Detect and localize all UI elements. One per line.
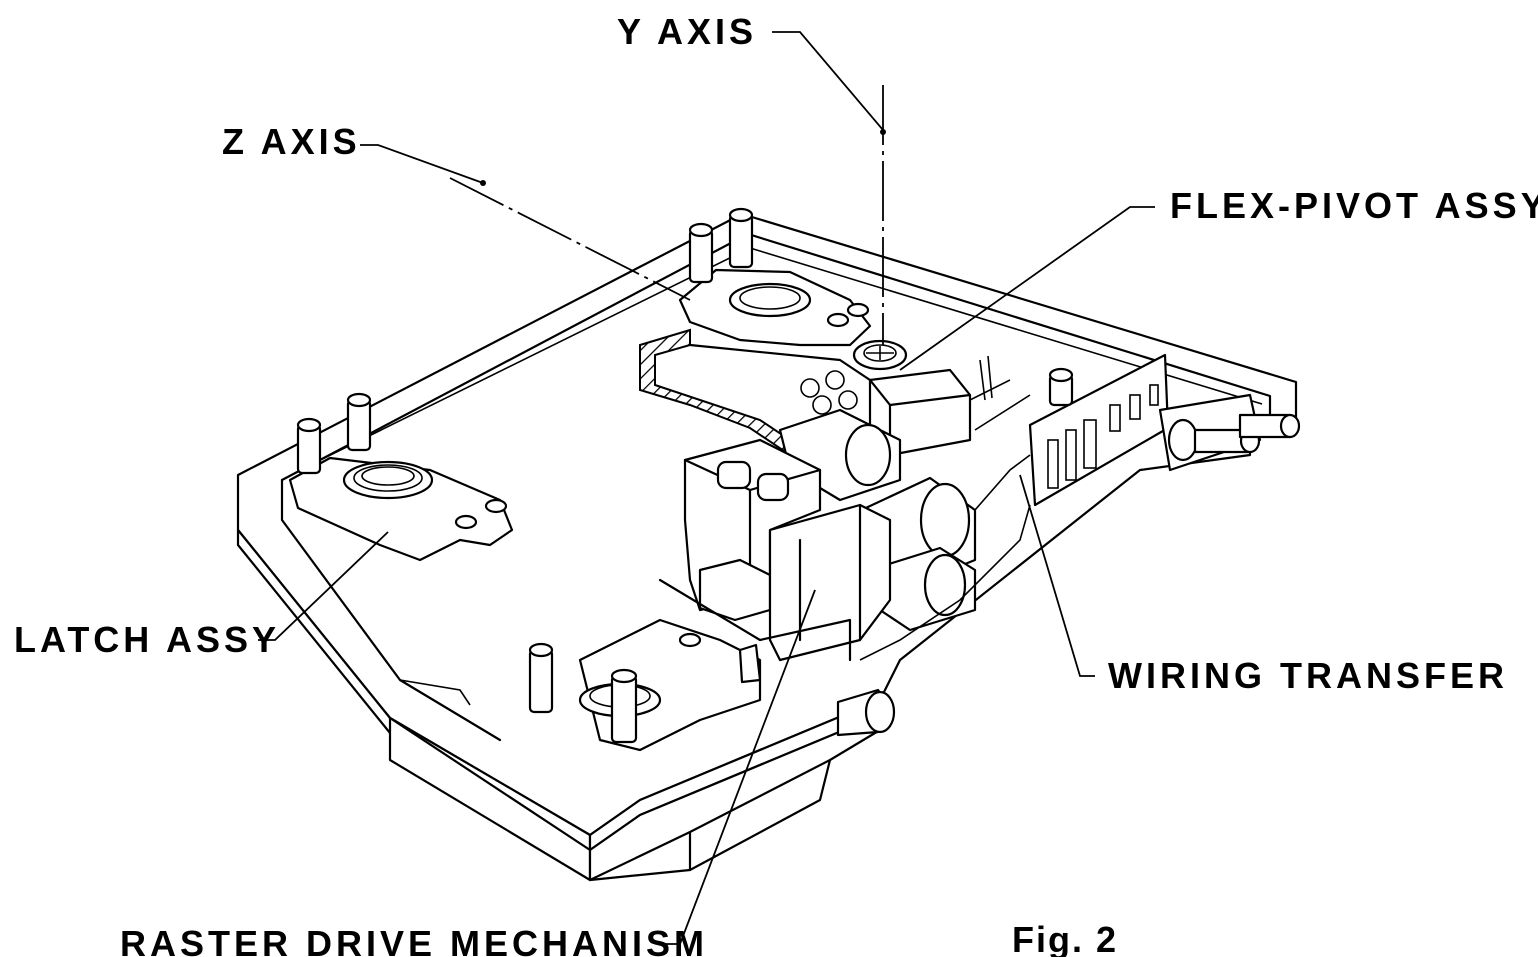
latch-assembly-top xyxy=(678,207,872,347)
figure-caption: Fig. 2 xyxy=(1012,919,1118,957)
wiring-harness xyxy=(859,355,1031,661)
label-raster-drive: RASTER DRIVE MECHANISM xyxy=(120,923,708,957)
latch-assembly-right xyxy=(1048,367,1301,472)
leader-lines xyxy=(258,31,1155,945)
label-flex-pivot: FLEX-PIVOT ASSY. xyxy=(1170,185,1538,226)
circuit-board xyxy=(1028,353,1170,507)
cutaway-housing xyxy=(639,328,872,457)
label-z-axis: Z AXIS xyxy=(222,121,361,162)
label-latch: LATCH ASSY xyxy=(14,619,280,660)
latch-assembly-left xyxy=(288,392,514,562)
callout-labels: Y AXIS Z AXIS FLEX-PIVOT ASSY. LATCH ASS… xyxy=(14,11,1538,957)
axis-lines xyxy=(449,85,886,345)
raster-drive-mechanism xyxy=(658,438,892,662)
label-y-axis: Y AXIS xyxy=(617,11,757,52)
label-wiring: WIRING TRANSFER xyxy=(1108,655,1508,696)
latch-assembly-bottom xyxy=(528,618,896,752)
